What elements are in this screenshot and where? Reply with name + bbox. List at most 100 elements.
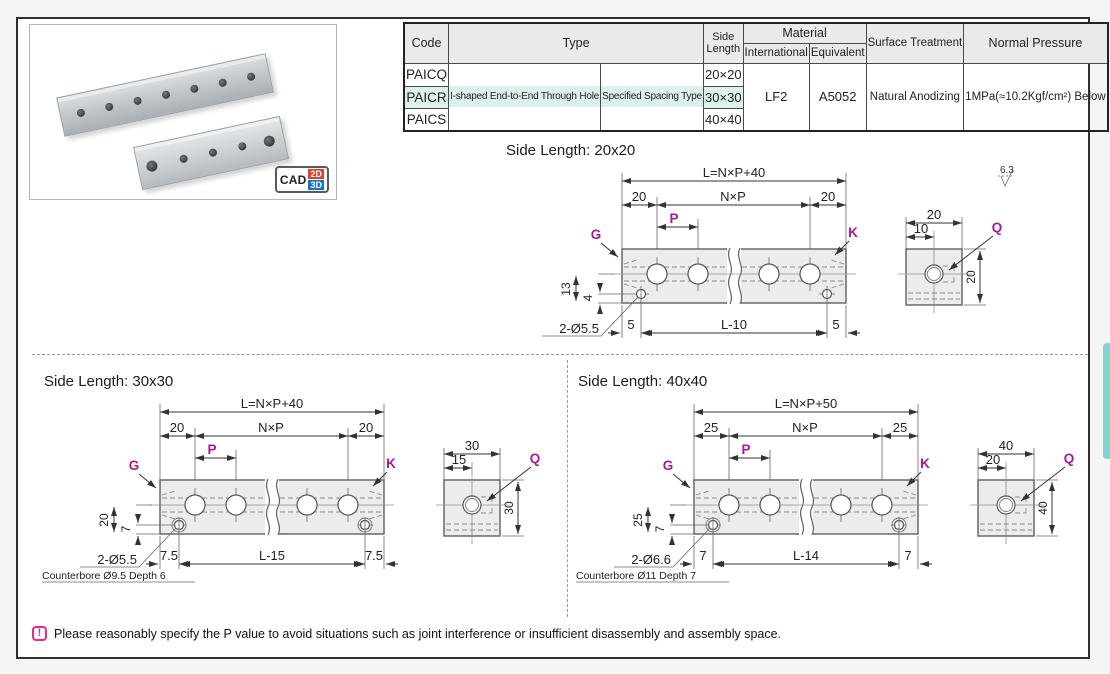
material-equivalent-value: A5052 (808, 62, 867, 132)
dim-pitch-total: N×P (792, 420, 818, 435)
dim-corner-hole-height: 7 (653, 525, 667, 532)
catalog-page: CAD 2D 3D Code Type Side Length Material… (16, 17, 1109, 659)
side-length-20: 20×20 (703, 62, 744, 87)
surface-treatment-value: Natural Anodizing (865, 62, 965, 132)
end-view: 30 15 30 Q (436, 438, 540, 544)
dim-p-label: P (741, 442, 750, 457)
drawing-section-20x20: Side Length: 20x20 6.3 L=N×P+40 20 N×P 2… (502, 137, 1032, 362)
dim-corner-hole-height: 4 (581, 294, 595, 301)
main-view: L=N×P+40 20 N×P 20 P (42, 396, 398, 583)
header-code: Code (403, 22, 450, 64)
mount-hole-label: 2-Ø5.5 (97, 552, 137, 567)
dim-bottom-right: 7 (904, 548, 911, 563)
dim-bottom-mid: L-15 (259, 548, 285, 563)
dim-end-half: 10 (914, 221, 928, 236)
dim-pitch-total: N×P (258, 420, 284, 435)
dim-end-width: 40 (999, 438, 1013, 453)
header-surface-treatment: Surface Treatment (865, 22, 965, 64)
manifold-block-short-image (133, 115, 289, 191)
dim-bottom-mid: L-14 (793, 548, 819, 563)
header-type: Type (448, 22, 705, 64)
dim-end-width: 30 (465, 438, 479, 453)
mount-hole-label: 2-Ø6.6 (631, 552, 671, 567)
material-international-value: LF2 (742, 62, 810, 132)
dim-p-label: P (207, 442, 216, 457)
technical-drawing: Side Length: 20x20 6.3 L=N×P+40 20 N×P 2… (506, 142, 1014, 338)
drawing-title: Side Length: 20x20 (506, 142, 635, 159)
port-k-label: K (386, 456, 396, 471)
mount-hole-label: 2-Ø5.5 (559, 321, 599, 336)
counterbore-note: Counterbore Ø9.5 Depth 6 (42, 570, 195, 583)
main-view: L=N×P+40 20 N×P 20 P (542, 165, 860, 338)
spec-table: Code Type Side Length Material Surface T… (403, 22, 1109, 132)
dim-left-margin: 25 (704, 420, 718, 435)
header-international: International (742, 42, 810, 64)
dim-end-height: 20 (964, 270, 978, 284)
footer-note: ! Please reasonably specify the P value … (32, 626, 781, 641)
product-photo: CAD 2D 3D (29, 24, 337, 200)
dim-bottom-mid: L-10 (721, 317, 747, 332)
port-q-label: Q (992, 220, 1003, 235)
header-material: Material (742, 22, 867, 44)
main-view: L=N×P+50 25 N×P 25 P (576, 396, 932, 583)
header-normal-pressure: Normal Pressure (963, 22, 1109, 64)
counterbore-note: Counterbore Ø11 Depth 7 (576, 570, 729, 583)
type-through-hole: I-shaped End-to-End Through Hole (448, 62, 602, 132)
counterbore-label: Counterbore Ø11 Depth 7 (576, 570, 696, 582)
dim-pitch-total: N×P (720, 189, 746, 204)
drawing-title: Side Length: 40x40 (578, 373, 707, 390)
dim-end-half: 20 (986, 452, 1000, 467)
cad-label: CAD (279, 172, 307, 187)
page-side-tab[interactable] (1103, 343, 1110, 459)
section-divider-horizontal (32, 354, 1088, 355)
dim-end-width: 20 (927, 207, 941, 222)
port-g-label: G (591, 227, 602, 242)
end-view: 20 10 20 Q (898, 207, 1002, 313)
technical-drawing: Side Length: 30x30 L=N×P+40 20 N×P 20 P (42, 373, 540, 583)
port-k-label: K (848, 225, 858, 240)
dim-end-half: 15 (452, 452, 466, 467)
dim-total-length: L=N×P+40 (241, 396, 304, 411)
header-equivalent: Equivalent (808, 42, 867, 64)
type-spacing: Specified Spacing Type (600, 62, 705, 132)
code-paicr[interactable]: PAICR (403, 85, 450, 109)
end-view: 40 20 40 Q (970, 438, 1074, 544)
port-k-label: K (920, 456, 930, 471)
technical-drawing: Side Length: 40x40 L=N×P+50 25 N×P 25 P (576, 373, 1074, 583)
normal-pressure-value: 1MPa(≈10.2Kgf/cm²) Below (963, 62, 1109, 132)
port-g-label: G (129, 458, 140, 473)
dim-corner-hole-height: 7 (119, 525, 133, 532)
dim-left-margin: 20 (170, 420, 184, 435)
warning-icon: ! (32, 626, 47, 641)
drawing-title: Side Length: 30x30 (44, 373, 173, 390)
drawing-section-40x40: Side Length: 40x40 L=N×P+50 25 N×P 25 P (574, 368, 1104, 593)
cad-3d-icon[interactable]: 3D (308, 180, 324, 190)
cad-badge[interactable]: CAD 2D 3D (274, 166, 329, 193)
dim-left-margin: 20 (632, 189, 646, 204)
dim-bottom-right: 5 (832, 317, 839, 332)
dim-end-height: 40 (1036, 501, 1050, 515)
code-paicq[interactable]: PAICQ (403, 62, 450, 87)
dim-p-label: P (669, 211, 678, 226)
side-length-40: 40×40 (703, 107, 744, 132)
section-divider-vertical (567, 360, 568, 617)
header-side-length: Side Length (703, 22, 744, 64)
cad-2d-icon[interactable]: 2D (308, 169, 324, 179)
dim-bottom-right: 7.5 (365, 548, 383, 563)
port-q-label: Q (1064, 451, 1075, 466)
port-q-label: Q (530, 451, 541, 466)
drawing-section-30x30: Side Length: 30x30 L=N×P+40 20 N×P 20 P (40, 368, 570, 593)
dim-hole-height: 20 (97, 513, 111, 527)
side-length-30: 30×30 (703, 85, 744, 109)
counterbore-label: Counterbore Ø9.5 Depth 6 (42, 570, 166, 582)
dim-bottom-left: 7 (699, 548, 706, 563)
code-paics[interactable]: PAICS (403, 107, 450, 132)
dim-bottom-left: 7.5 (160, 548, 178, 563)
dim-right-margin: 20 (359, 420, 373, 435)
dim-right-margin: 25 (893, 420, 907, 435)
surface-roughness-symbol: 6.3 (998, 165, 1014, 188)
dim-right-margin: 20 (821, 189, 835, 204)
dim-hole-height: 25 (631, 513, 645, 527)
dim-bottom-left: 5 (627, 317, 634, 332)
dim-hole-height: 13 (559, 282, 573, 296)
